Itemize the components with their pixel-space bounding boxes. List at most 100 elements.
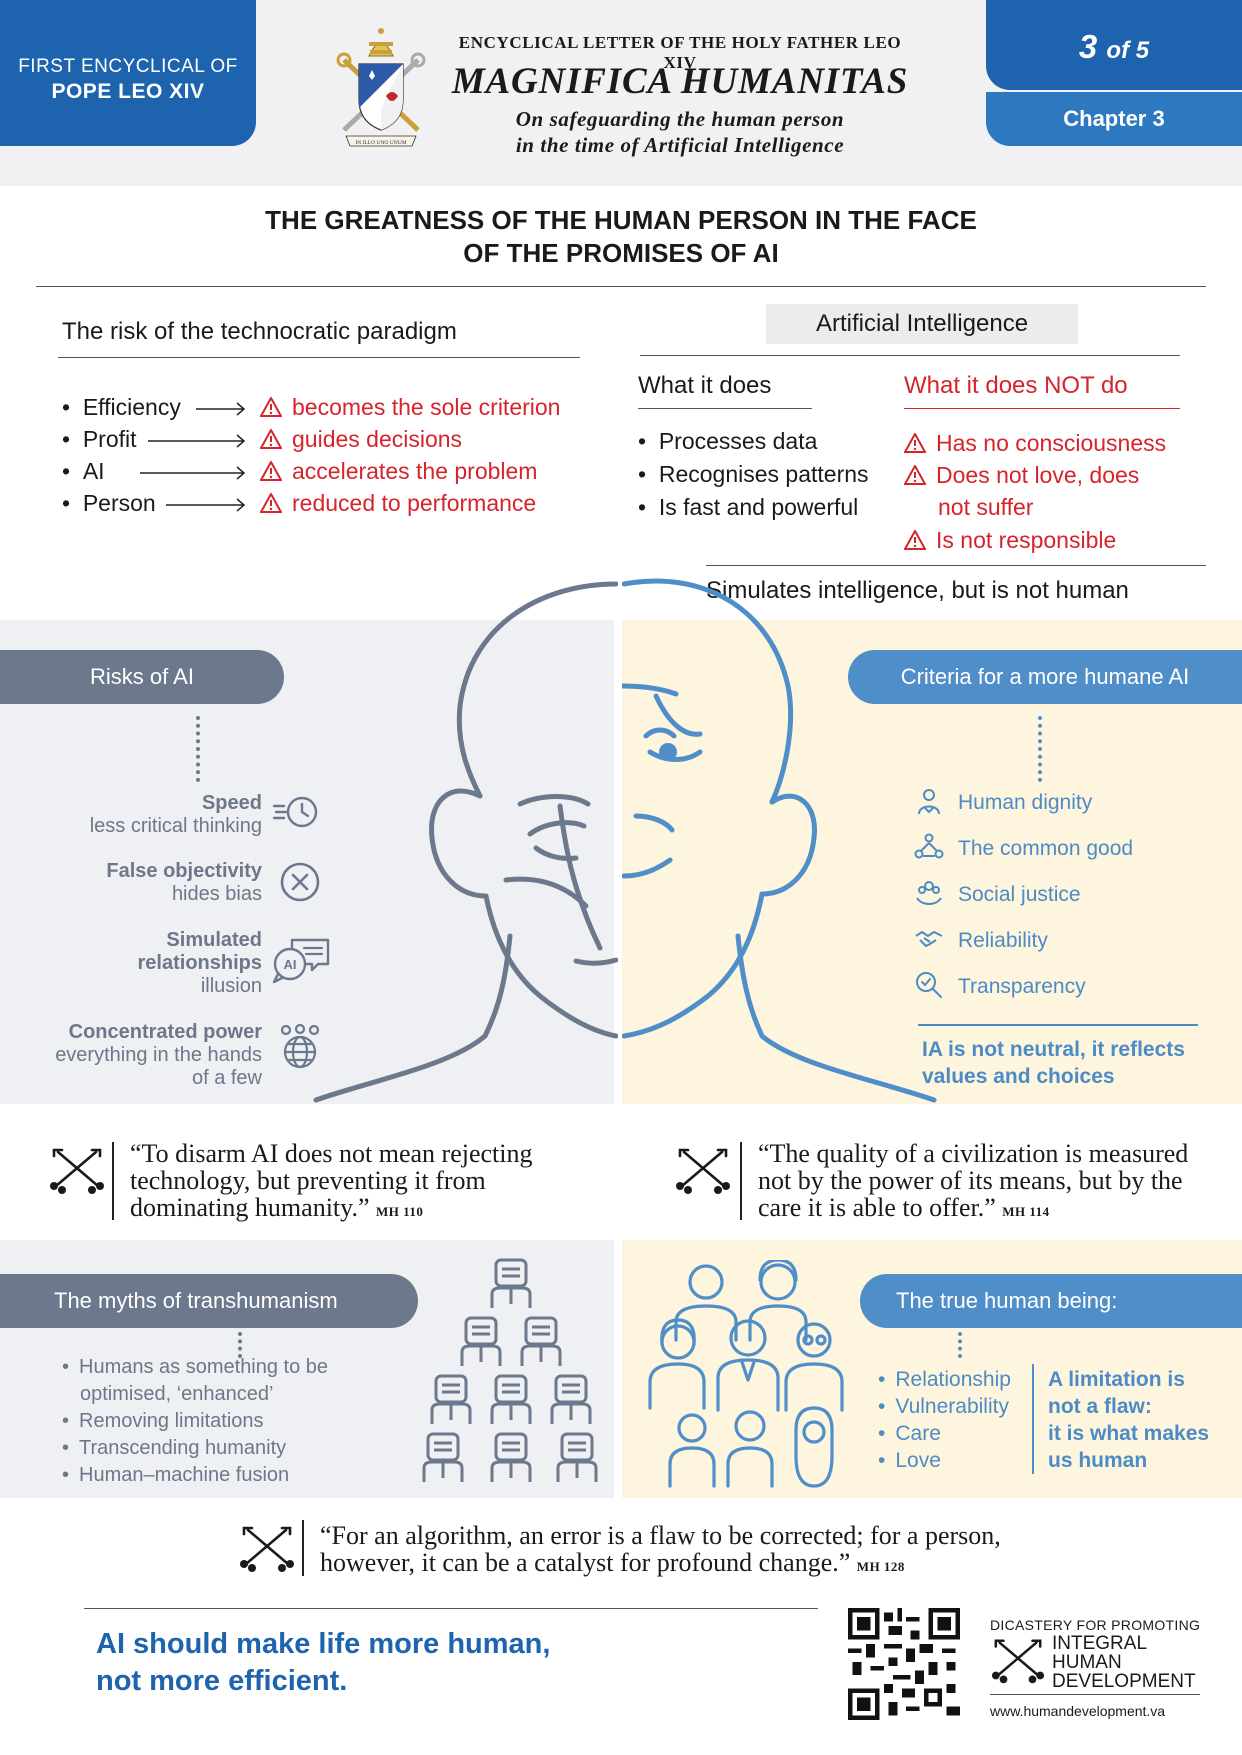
risk-speed-desc: less critical thinking bbox=[89, 815, 262, 837]
footer-divider bbox=[84, 1608, 818, 1609]
qr-code-icon[interactable] bbox=[848, 1608, 960, 1720]
myths-connector bbox=[238, 1332, 242, 1358]
quote-reference: MH 114 bbox=[1002, 1204, 1050, 1219]
quote-bar bbox=[112, 1142, 114, 1220]
simulates-statement: Simulates intelligence, but is not human bbox=[706, 577, 1129, 604]
tech-result-1: becomes the sole criterion bbox=[260, 394, 560, 421]
page-title-line1: THE GREATNESS OF THE HUMAN PERSON IN THE… bbox=[265, 205, 977, 235]
badge-line1: FIRST ENCYCLICAL OF bbox=[18, 56, 238, 77]
ai-not-neutral-line2: values and choices bbox=[922, 1065, 1115, 1088]
quote-algorithm: “For an algorithm, an error is a flaw to… bbox=[320, 1521, 1001, 1577]
risks-connector bbox=[196, 716, 200, 782]
risks-of-ai-heading: Risks of AI bbox=[0, 650, 284, 704]
simulates-divider bbox=[706, 565, 1206, 566]
page-title: THE GREATNESS OF THE HUMAN PERSON IN THE… bbox=[160, 204, 1082, 270]
does-item: • Processes data bbox=[638, 428, 818, 454]
risk-concentrated-label: Concentrated power bbox=[68, 1021, 262, 1043]
not-item-love: Does not love, does bbox=[904, 462, 1139, 489]
encyclical-caption: ENCYCLICAL LETTER OF THE HOLY FATHER LEO… bbox=[458, 33, 902, 72]
warning-icon bbox=[904, 433, 926, 453]
not-item-responsible: Is not responsible bbox=[904, 527, 1116, 554]
ai-icon-label: AI bbox=[284, 957, 297, 972]
tech-item-efficiency: • Efficiency bbox=[62, 394, 181, 420]
common-good-icon bbox=[914, 833, 944, 859]
technocratic-divider bbox=[58, 357, 580, 358]
not-item-consciousness: Has no consciousness bbox=[904, 430, 1166, 457]
myth-item: Humans as something to be bbox=[62, 1356, 328, 1379]
crossed-keys-icon bbox=[240, 1526, 294, 1572]
myths-heading: The myths of transhumanism bbox=[0, 1274, 418, 1328]
warning-icon bbox=[260, 461, 282, 481]
handshake-icon bbox=[915, 931, 943, 947]
dicastery-divider bbox=[990, 1694, 1200, 1695]
warning-icon bbox=[904, 465, 926, 485]
dicastery-caption: DICASTERY FOR PROMOTING bbox=[990, 1617, 1201, 1633]
x-circle-icon bbox=[280, 862, 320, 902]
tech-result-4: reduced to performance bbox=[260, 490, 536, 517]
quote-reference: MH 110 bbox=[376, 1204, 424, 1219]
warning-icon bbox=[260, 397, 282, 417]
risk-simulated-label-2: relationships bbox=[137, 952, 262, 974]
ai-chat-bubbles-icon: AI bbox=[272, 938, 330, 984]
dicastery-keys-logo-icon bbox=[991, 1639, 1045, 1684]
website-link[interactable]: www.humandevelopment.va bbox=[990, 1703, 1166, 1719]
myth-item-cont: optimised, ‘enhanced’ bbox=[80, 1383, 274, 1405]
technocratic-title: The risk of the technocratic paradigm bbox=[62, 318, 457, 345]
first-encyclical-badge: FIRST ENCYCLICAL OF POPE LEO XIV bbox=[0, 0, 256, 146]
what-it-does-not-title: What it does NOT do bbox=[904, 372, 1128, 399]
ai-heading-box: Artificial Intelligence bbox=[766, 304, 1078, 344]
not-item-love-cont: not suffer bbox=[938, 494, 1034, 520]
half-human-half-ai-face-icon bbox=[313, 576, 937, 1104]
speed-clock-icon bbox=[272, 796, 318, 828]
limitation-bar bbox=[1032, 1364, 1034, 1474]
true-human-connector bbox=[958, 1332, 962, 1358]
criteria-connector bbox=[1038, 716, 1042, 782]
risk-speed-label: Speed bbox=[201, 792, 262, 814]
title-divider bbox=[36, 286, 1206, 287]
does-item: • Is fast and powerful bbox=[638, 494, 859, 520]
true-human-item: Care bbox=[878, 1422, 941, 1446]
tech-item-person: • Person bbox=[62, 490, 156, 516]
risk-false-objectivity-desc: hides bias bbox=[171, 883, 262, 905]
ai-not-neutral-line1: IA is not neutral, it reflects bbox=[922, 1038, 1185, 1061]
risk-false-objectivity-label: False objectivity bbox=[106, 860, 262, 882]
criteria-transparency: Transparency bbox=[958, 975, 1086, 998]
tech-result-3: accelerates the problem bbox=[260, 458, 537, 485]
magnifier-check-icon bbox=[916, 972, 942, 998]
criteria-heading: Criteria for a more humane AI bbox=[848, 650, 1242, 704]
myth-item: Removing limitations bbox=[62, 1410, 264, 1433]
criteria-reliability: Reliability bbox=[958, 929, 1048, 952]
quote-reference: MH 128 bbox=[856, 1559, 905, 1574]
risk-simulated-label-1: Simulated bbox=[166, 929, 262, 951]
crossed-keys-icon bbox=[50, 1148, 104, 1194]
chapter-badge: Chapter 3 bbox=[986, 92, 1242, 146]
papal-coat-of-arms-icon: IN ILLO UNO UNUM bbox=[336, 28, 426, 147]
badge-line2: POPE LEO XIV bbox=[51, 80, 205, 103]
tech-result-2: guides decisions bbox=[260, 426, 462, 453]
tech-item-profit: • Profit bbox=[62, 426, 137, 452]
risk-concentrated-desc-1: everything in the hands bbox=[55, 1044, 262, 1066]
what-it-does-title: What it does bbox=[638, 372, 772, 399]
risk-concentrated-desc-2: of a few bbox=[191, 1067, 262, 1089]
criteria-common-good: The common good bbox=[958, 837, 1134, 860]
warning-icon bbox=[260, 429, 282, 449]
arrows-icon bbox=[140, 402, 246, 512]
risk-simulated-desc: illusion bbox=[200, 975, 262, 997]
myth-item: Transcending humanity bbox=[62, 1437, 286, 1460]
does-item: • Recognises patterns bbox=[638, 461, 869, 487]
social-justice-icon bbox=[916, 881, 942, 905]
page-total: of 5 bbox=[1106, 37, 1150, 64]
page-number: 3 bbox=[1078, 28, 1098, 65]
ai-not-neutral-note: IA is not neutral, it reflects values an… bbox=[922, 1036, 1222, 1090]
quote-bar bbox=[740, 1142, 742, 1220]
true-human-item: Relationship bbox=[878, 1368, 1011, 1392]
neutral-divider bbox=[918, 1024, 1198, 1026]
ai-divider bbox=[640, 355, 1180, 356]
crossed-keys-icon bbox=[676, 1148, 730, 1194]
encyclical-subtitle-1: On safeguarding the human person bbox=[515, 107, 845, 131]
robot-pyramid-icon bbox=[422, 1258, 598, 1484]
family-group-icon bbox=[648, 1260, 844, 1488]
